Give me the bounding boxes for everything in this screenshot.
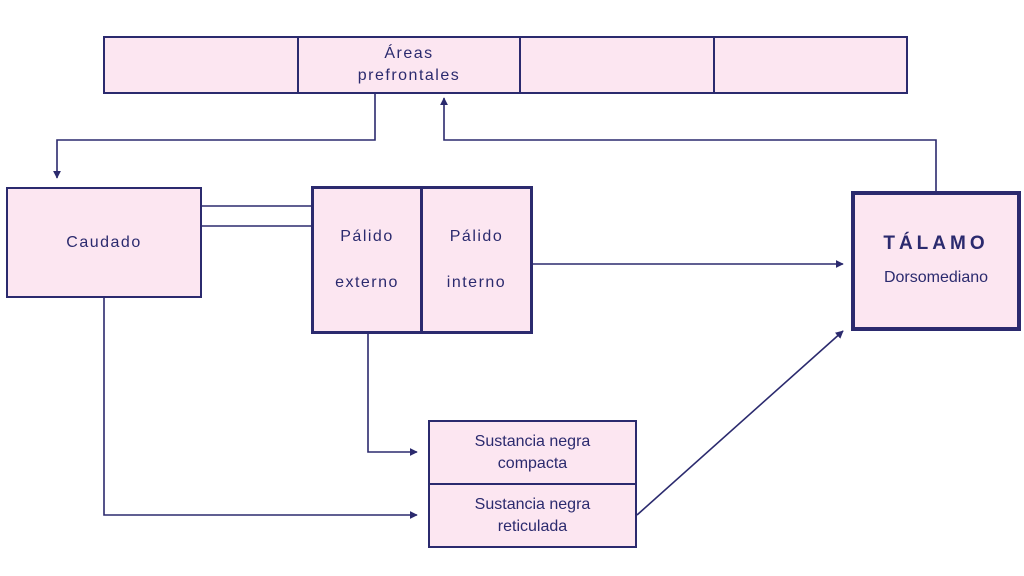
palido-interno-line2: interno bbox=[446, 274, 507, 291]
talamo-box: TÁLAMO Dorsomediano bbox=[851, 191, 1021, 331]
arrow-palido-to-compacta bbox=[367, 333, 418, 456]
arrow-talamo-to-areas bbox=[440, 97, 937, 191]
arrow-areas-to-caudado bbox=[53, 94, 376, 179]
caudado-label: Caudado bbox=[66, 233, 142, 251]
talamo-title: TÁLAMO bbox=[883, 233, 989, 254]
sustancia-compacta-box: Sustancia negra compacta bbox=[428, 420, 637, 485]
arrow-reticulada-to-talamo bbox=[636, 330, 844, 516]
top-bar-cell-1 bbox=[103, 36, 299, 94]
reticulada-line2: reticulada bbox=[497, 517, 568, 535]
caudado-box: Caudado bbox=[6, 187, 202, 298]
compacta-line1: Sustancia negra bbox=[474, 432, 591, 450]
areas-prefrontales-box: Áreas prefrontales bbox=[297, 36, 521, 94]
palido-interno-box: Pálido interno bbox=[420, 186, 533, 334]
talamo-subtitle: Dorsomediano bbox=[883, 269, 989, 286]
palido-externo-box: Pálido externo bbox=[311, 186, 423, 334]
sustancia-reticulada-box: Sustancia negra reticulada bbox=[428, 483, 637, 548]
arrow-caudado-to-reticulada bbox=[103, 297, 418, 519]
palido-externo-line2: externo bbox=[335, 274, 399, 291]
areas-label-line1: Áreas bbox=[384, 45, 434, 62]
palido-externo-line1: Pálido bbox=[340, 228, 394, 245]
areas-label-line2: prefrontales bbox=[357, 67, 461, 84]
compacta-line2: compacta bbox=[497, 454, 568, 472]
top-bar-cell-4 bbox=[713, 36, 908, 94]
palido-interno-line1: Pálido bbox=[449, 228, 504, 245]
top-bar-cell-3 bbox=[519, 36, 715, 94]
reticulada-line1: Sustancia negra bbox=[474, 495, 591, 513]
